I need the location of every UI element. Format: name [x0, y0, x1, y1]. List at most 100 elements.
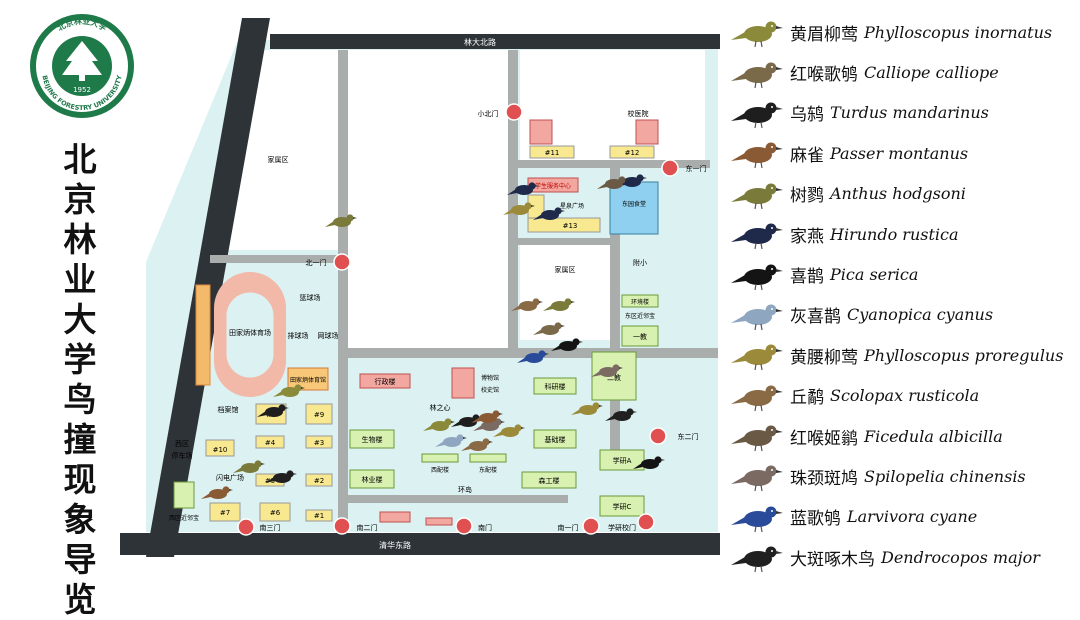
parking-label: 停车场 [172, 451, 193, 460]
bird-collision-marker [325, 214, 357, 227]
basketball-label: 篮球场 [300, 293, 321, 302]
species-latin-name: Scolopax rusticola [830, 386, 980, 406]
species-chinese-name: 树鹨 [790, 186, 824, 207]
magpie-icon [731, 264, 783, 290]
svg-text:东园食堂: 东园食堂 [622, 200, 646, 208]
gate-nanermen [333, 517, 351, 535]
central-open-block [348, 50, 508, 350]
species-chinese-name: 灰喜鹊 [790, 307, 841, 328]
gate-beiyimen [333, 253, 351, 271]
svg-text:校史馆: 校史馆 [481, 386, 499, 394]
svg-text:#12: #12 [625, 149, 640, 157]
south-road [120, 533, 720, 555]
species-latin-name: Passer montanus [830, 143, 969, 163]
admin-building [359, 373, 411, 389]
south-road-label: 清华东路 [379, 540, 411, 550]
svg-text:#10: #10 [213, 446, 228, 454]
stadium-label: 田家炳体育场 [229, 328, 271, 337]
svg-text:#7: #7 [220, 509, 230, 517]
svg-text:一教: 一教 [633, 332, 647, 341]
university-logo: 1952 BEIJING FORESTRY UNIVERSITY 北京林业大学 [30, 14, 134, 118]
bird-collision-marker [591, 364, 623, 377]
dove-icon [731, 465, 783, 492]
residential-block-nw [210, 50, 338, 250]
dorm-7 [209, 502, 241, 522]
svg-text:小北门: 小北门 [478, 109, 499, 118]
star-square-label: 星泉广场 [560, 202, 584, 210]
teaching-building-1 [621, 325, 659, 347]
lightning-square-label: 闪电广场 [216, 473, 244, 482]
legend-item: 黄腰柳莺 Phylloscopus proregulus [728, 335, 1080, 375]
svg-text:行政楼: 行政楼 [375, 377, 396, 386]
species-chinese-name: 家燕 [790, 226, 824, 247]
legend-item: 家燕 Hirundo rustica [728, 214, 1080, 254]
azure-magpie-icon [731, 304, 783, 331]
swallow-icon [731, 223, 783, 250]
bird-collision-marker [511, 298, 543, 311]
residential-e-label: 家属区 [555, 265, 576, 274]
gate-nanmen [455, 517, 473, 535]
tennis-label: 网球场 [318, 331, 339, 340]
bird-collision-marker [423, 418, 455, 431]
page-title: 北京林业大学鸟撞现象导览 [63, 140, 97, 619]
svg-text:#2: #2 [314, 477, 324, 485]
species-latin-name: Ficedula albicilla [864, 426, 1003, 446]
bird-collision-marker [533, 207, 565, 220]
species-chinese-name: 大斑啄木鸟 [790, 549, 875, 570]
svg-text:森工楼: 森工楼 [539, 476, 560, 485]
woodcock-icon [731, 385, 783, 411]
volleyball-label: 排球场 [288, 331, 309, 340]
species-latin-name: Hirundo rustica [830, 224, 959, 244]
gymnasium-label: 田家炳体育馆 [290, 376, 326, 384]
museum [451, 367, 475, 399]
environment-building [621, 294, 659, 308]
student-service-center [527, 177, 579, 193]
svg-text:林业楼: 林业楼 [362, 475, 383, 484]
gate-markers [237, 103, 679, 536]
gate-xiaobeimen [505, 103, 523, 121]
dorm-12 [609, 145, 655, 159]
svg-text:基础楼: 基础楼 [545, 435, 566, 444]
east-locker-label: 东区近邻宝 [625, 312, 655, 320]
hospital-label: 校医院 [628, 109, 649, 118]
gate-nansanmen [237, 518, 255, 536]
bird-collision-marker [551, 338, 583, 351]
svg-text:南一门: 南一门 [558, 523, 579, 532]
archive-label: 档案馆 [218, 405, 239, 414]
legend-item: 大斑啄木鸟 Dendrocopos major [728, 537, 1080, 577]
species-chinese-name: 红喉歌鸲 [790, 65, 858, 86]
svg-text:二教: 二教 [607, 373, 621, 382]
bird-collision-marker [597, 176, 629, 189]
teaching-building-2 [591, 351, 637, 401]
north-road-label: 林大北路 [464, 37, 496, 47]
svg-text:东二门: 东二门 [678, 432, 699, 441]
svg-text:环境楼: 环境楼 [631, 298, 649, 306]
bird-collision-marker [201, 486, 233, 499]
species-chinese-name: 喜鹊 [790, 267, 824, 288]
species-chinese-name: 珠颈斑鸠 [790, 468, 858, 489]
blackbird-icon [731, 102, 783, 129]
pallas-warbler-icon [731, 344, 783, 371]
blue-robin-icon [731, 506, 783, 532]
west-area-label: 西区 [175, 440, 189, 448]
species-chinese-name: 黄腰柳莺 [790, 347, 858, 368]
dorm-10 [205, 439, 235, 457]
bird-collision-marker [507, 182, 539, 195]
campus-map: 林大北路 清华东路 田家炳体育场 田家炳体育馆 家属区 篮球场 排球场 网球场 … [120, 18, 720, 557]
forestry-building [349, 469, 395, 489]
svg-text:#1: #1 [314, 512, 324, 520]
roundabout-label: 环岛 [458, 485, 472, 494]
species-latin-name: Phylloscopus proregulus [864, 345, 1064, 365]
flycatcher-icon [731, 425, 783, 452]
svg-text:#11: #11 [545, 149, 560, 157]
species-latin-name: Dendrocopos major [881, 547, 1040, 567]
basic-building [533, 429, 577, 449]
biology-building [349, 429, 395, 449]
dorm-3 [305, 435, 333, 449]
